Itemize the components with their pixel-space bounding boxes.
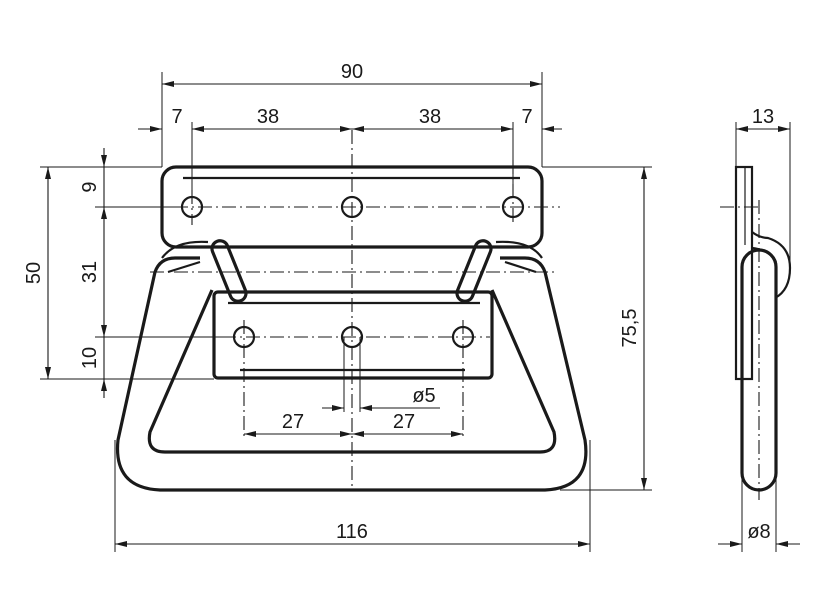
label-10: 10 (79, 347, 101, 369)
side-plate (734, 165, 754, 381)
label-27-left: 27 (282, 411, 304, 433)
label-hole-diameter: ø5 (412, 385, 435, 407)
lower-plate (212, 290, 494, 380)
left-hinge-curve (161, 240, 209, 259)
dimension-labels: 90 7 38 38 7 50 9 31 10 ø5 27 27 116 75,… (23, 61, 774, 543)
label-9: 9 (79, 181, 101, 192)
side-view (720, 165, 792, 500)
label-90: 90 (341, 61, 363, 83)
dimension-lines (40, 72, 800, 552)
label-rod-diameter: ø8 (747, 521, 770, 543)
label-31: 31 (79, 261, 101, 283)
left-handle-arm (210, 239, 248, 303)
front-view (115, 130, 588, 492)
right-hinge-tab (504, 260, 537, 274)
label-50: 50 (23, 262, 45, 284)
left-hinge-tab (167, 260, 201, 274)
label-7-right: 7 (521, 106, 532, 128)
label-38-right: 38 (419, 106, 441, 128)
label-7-left: 7 (171, 106, 182, 128)
right-hinge-curve (495, 240, 543, 259)
label-38-left: 38 (257, 106, 279, 128)
label-27-right: 27 (393, 411, 415, 433)
right-handle-arm (455, 239, 493, 303)
label-75-5: 75,5 (619, 309, 641, 348)
handle-outer (115, 256, 588, 492)
label-116: 116 (336, 521, 368, 543)
label-13: 13 (752, 106, 774, 128)
side-hinge (751, 231, 792, 299)
